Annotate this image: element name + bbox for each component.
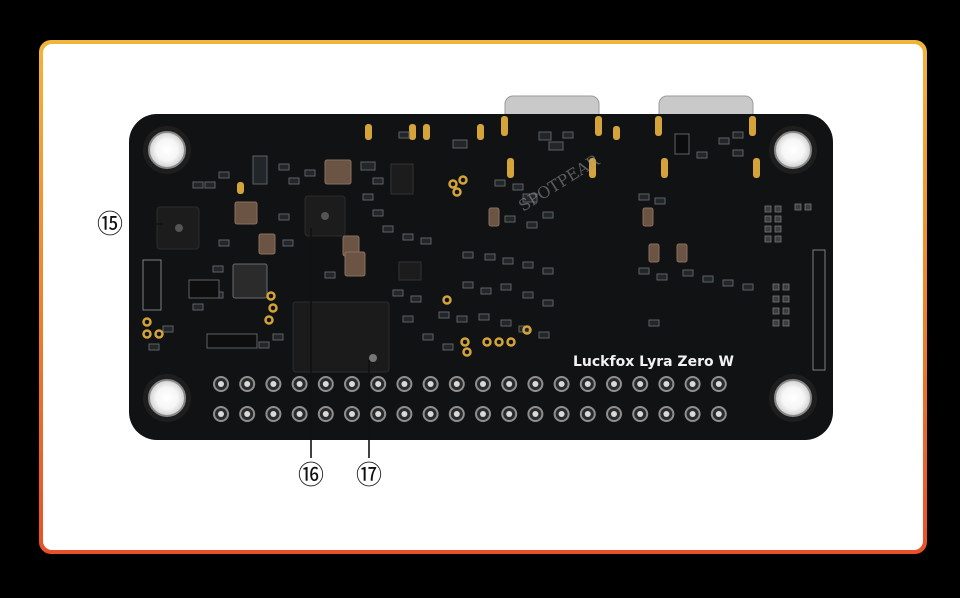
gpio-pin-hole (401, 411, 408, 417)
gpio-pin-hole (480, 411, 486, 417)
gpio-pin-hole (453, 411, 460, 417)
gpio-pin-hole (558, 381, 565, 387)
silkscreen-title: Luckfox Lyra Zero W (573, 354, 734, 370)
gpio-pin-hole (270, 411, 277, 417)
gpio-pin-hole (296, 381, 303, 387)
gpio-pin-hole (375, 411, 382, 417)
gpio-pin-hole (584, 381, 591, 387)
gpio-pin-hole (532, 411, 539, 417)
gpio-pin-hole (558, 411, 565, 417)
callout-16: ⑯ (297, 461, 324, 491)
gpio-pin-hole (611, 381, 617, 387)
side-pin-headers (142, 203, 826, 371)
gpio-pin-hole (349, 411, 355, 417)
gpio-pin-hole (689, 411, 696, 417)
callout-15: ⑮ (96, 210, 123, 240)
gpio-pin-hole (453, 381, 460, 387)
gpio-header-pins (213, 376, 727, 422)
smd-components (148, 131, 754, 351)
gpio-pin-hole (689, 381, 696, 387)
gpio-pin-hole (244, 411, 251, 417)
gpio-pin-hole (663, 411, 670, 417)
gpio-pin-hole (637, 411, 644, 417)
callout-leaders (129, 223, 370, 458)
gpio-pin-hole (480, 381, 486, 387)
gpio-pin-hole (427, 411, 434, 417)
gpio-pin-hole (218, 381, 224, 387)
gpio-pin-hole (427, 381, 434, 387)
inductors (234, 159, 688, 277)
gpio-pin-hole (506, 381, 513, 387)
test-pads (142, 175, 532, 357)
gpio-pin-hole (584, 411, 591, 417)
chip-17-main-soc (292, 301, 390, 373)
gpio-pin-hole (611, 411, 617, 417)
gpio-pin-hole (401, 381, 408, 387)
pcb-illustration: SPOTPEAR Luckfox Lyra Zero W (129, 95, 833, 458)
gpio-pin-hole (218, 411, 224, 417)
gpio-pin-hole (663, 381, 670, 387)
gpio-pin-hole (322, 381, 329, 387)
gpio-pin-hole (637, 381, 644, 387)
gpio-pin-hole (532, 381, 539, 387)
callout-17: ⑰ (355, 461, 382, 491)
image-panel: SPOTPEAR Luckfox Lyra Zero W ⑮ ⑯ ⑰ (43, 44, 923, 550)
gpio-pin-hole (322, 411, 329, 417)
gpio-pin-hole (349, 381, 355, 387)
gpio-pin-hole (296, 411, 303, 417)
gpio-pin-hole (244, 381, 251, 387)
mounting-holes (143, 126, 817, 422)
gradient-frame: SPOTPEAR Luckfox Lyra Zero W ⑮ ⑯ ⑰ (39, 40, 927, 554)
gpio-pin-hole (375, 381, 382, 387)
gold-slot-pads (237, 116, 760, 194)
gpio-pin-hole (270, 381, 277, 387)
gpio-pin-hole (715, 381, 722, 387)
gpio-pin-hole (506, 411, 513, 417)
gpio-pin-hole (715, 411, 722, 417)
